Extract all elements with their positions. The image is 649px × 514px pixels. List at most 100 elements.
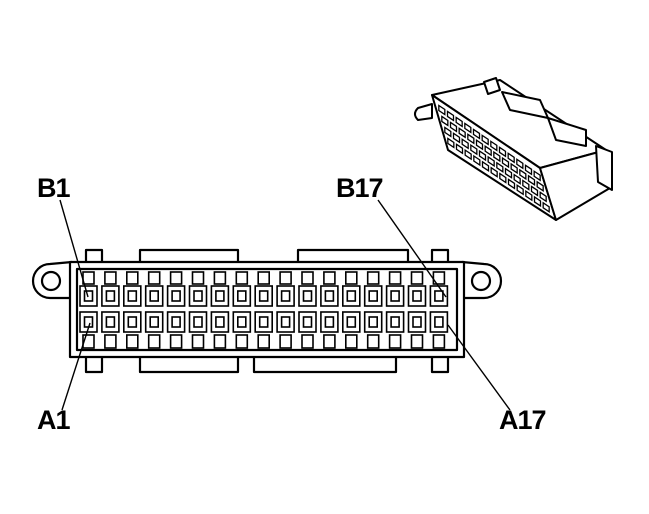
pin-cavity-b5 xyxy=(166,285,186,307)
latch-slot-top xyxy=(323,271,336,285)
mounting-ear-left xyxy=(31,260,73,300)
iso-pin-cavity xyxy=(487,155,495,168)
pin-terminal-b16 xyxy=(412,290,422,302)
pin-cavity-b10 xyxy=(276,285,295,307)
latch-slot-bottom xyxy=(191,334,205,349)
iso-pin-cavity xyxy=(438,104,446,116)
pin-cavity-a16 xyxy=(407,311,427,333)
pin-terminal-a2 xyxy=(105,316,116,328)
pin-terminal-a6 xyxy=(193,316,203,328)
pin-terminal-a12 xyxy=(324,316,335,328)
latch-slot-bottom xyxy=(82,334,95,349)
latch-slot-top xyxy=(257,271,271,285)
iso-pin-cavity xyxy=(530,185,539,197)
latch-slot-top xyxy=(388,271,402,285)
pin-cavity-a13 xyxy=(341,311,361,333)
pin-cavity-b2 xyxy=(101,285,120,307)
latch-slot-bottom xyxy=(279,334,292,349)
pin-cavity-a3 xyxy=(123,311,142,333)
latch-slot-bottom xyxy=(410,334,424,349)
iso-pin-cavity xyxy=(496,161,504,174)
pin-cavity-b4 xyxy=(144,285,164,307)
pin-terminal-a14 xyxy=(368,316,379,328)
pin-terminal-b15 xyxy=(390,290,400,302)
iso-pin-cavity xyxy=(504,167,513,179)
latch-slot-top xyxy=(213,271,227,285)
latch-slot-bottom xyxy=(432,334,446,349)
pin-terminal-b4 xyxy=(149,290,159,302)
pin-cavity-a7 xyxy=(210,311,230,333)
iso-pin-cavity xyxy=(507,152,515,164)
iso-pin-cavity xyxy=(475,139,484,151)
pin-cavity-b9 xyxy=(254,285,273,307)
iso-pin-cavity xyxy=(490,140,498,152)
pin-terminal-a11 xyxy=(302,316,313,328)
leader-line-b17 xyxy=(377,199,447,298)
pin-label-b1: B1 xyxy=(37,173,71,203)
iso-pin-cavity xyxy=(507,178,516,190)
bottom-ridge-right xyxy=(252,357,398,374)
iso-pin-cavity xyxy=(522,179,530,191)
pin-terminal-a3 xyxy=(127,316,138,328)
bottom-post-left xyxy=(84,357,104,374)
iso-pin-cavity xyxy=(499,172,507,184)
pin-cavity-a1 xyxy=(79,311,98,333)
pin-label-a1: A1 xyxy=(37,405,71,435)
iso-pin-cavity xyxy=(490,166,498,178)
latch-slot-top xyxy=(191,271,205,285)
connector-isometric-view xyxy=(414,77,613,221)
pin-cavity-b11 xyxy=(298,285,317,307)
mounting-hole-left xyxy=(40,270,62,292)
iso-pin-cavity xyxy=(533,195,542,208)
mounting-hole-right xyxy=(470,270,492,292)
latch-slot-bottom xyxy=(344,334,358,349)
pin-cavity-b15 xyxy=(385,285,405,307)
latch-slot-bottom xyxy=(388,334,402,349)
pin-terminal-a17 xyxy=(434,316,444,328)
iso-pin-cavity xyxy=(464,148,472,161)
pin-terminal-b5 xyxy=(171,290,181,302)
iso-pin-cavity xyxy=(472,128,481,140)
isometric-pin-grid xyxy=(438,104,550,214)
pin-terminal-a7 xyxy=(215,316,225,328)
pin-terminal-a5 xyxy=(171,316,181,328)
pin-cavity-b8 xyxy=(232,285,252,307)
iso-pin-cavity xyxy=(478,149,487,162)
latch-slot-top xyxy=(147,271,161,285)
latch-slot-bottom xyxy=(323,334,336,349)
iso-pin-cavity xyxy=(461,138,469,150)
iso-pin-cavity xyxy=(539,191,547,203)
leader-lines xyxy=(59,199,511,411)
iso-pin-cavity xyxy=(513,173,521,185)
pin-terminal-b14 xyxy=(368,290,379,302)
latch-slot-bottom xyxy=(104,334,117,349)
latch-slot-top xyxy=(301,271,314,285)
pin-cavity-a15 xyxy=(385,311,405,333)
pin-terminal-b17 xyxy=(434,290,444,302)
connector-face-view xyxy=(31,248,503,374)
pin-cavity-b16 xyxy=(407,285,427,307)
latch-slot-bottom xyxy=(301,334,314,349)
bottom-post-right xyxy=(430,357,450,374)
iso-pin-cavity xyxy=(519,168,527,181)
latch-slot-top xyxy=(169,271,183,285)
latch-slot-top xyxy=(410,271,424,285)
top-post-right xyxy=(430,248,450,262)
pin-terminal-b9 xyxy=(258,290,269,302)
iso-pin-cavity xyxy=(525,189,533,202)
pin-cavity-a17 xyxy=(429,311,449,333)
pin-cavity-grid xyxy=(79,271,449,349)
pin-cavity-b13 xyxy=(341,285,361,307)
pin-terminal-b8 xyxy=(237,290,247,302)
iso-pin-cavity xyxy=(470,143,478,156)
latch-slot-bottom xyxy=(235,334,249,349)
bottom-ridge-left xyxy=(138,357,240,374)
iso-pin-cavity xyxy=(527,174,536,187)
top-post-left xyxy=(84,248,104,262)
latch-slot-top xyxy=(344,271,358,285)
top-ridge-left xyxy=(138,248,240,262)
pin-cavity-a10 xyxy=(276,311,295,333)
iso-pin-cavity xyxy=(516,158,524,170)
pin-label-a17: A17 xyxy=(499,405,547,435)
